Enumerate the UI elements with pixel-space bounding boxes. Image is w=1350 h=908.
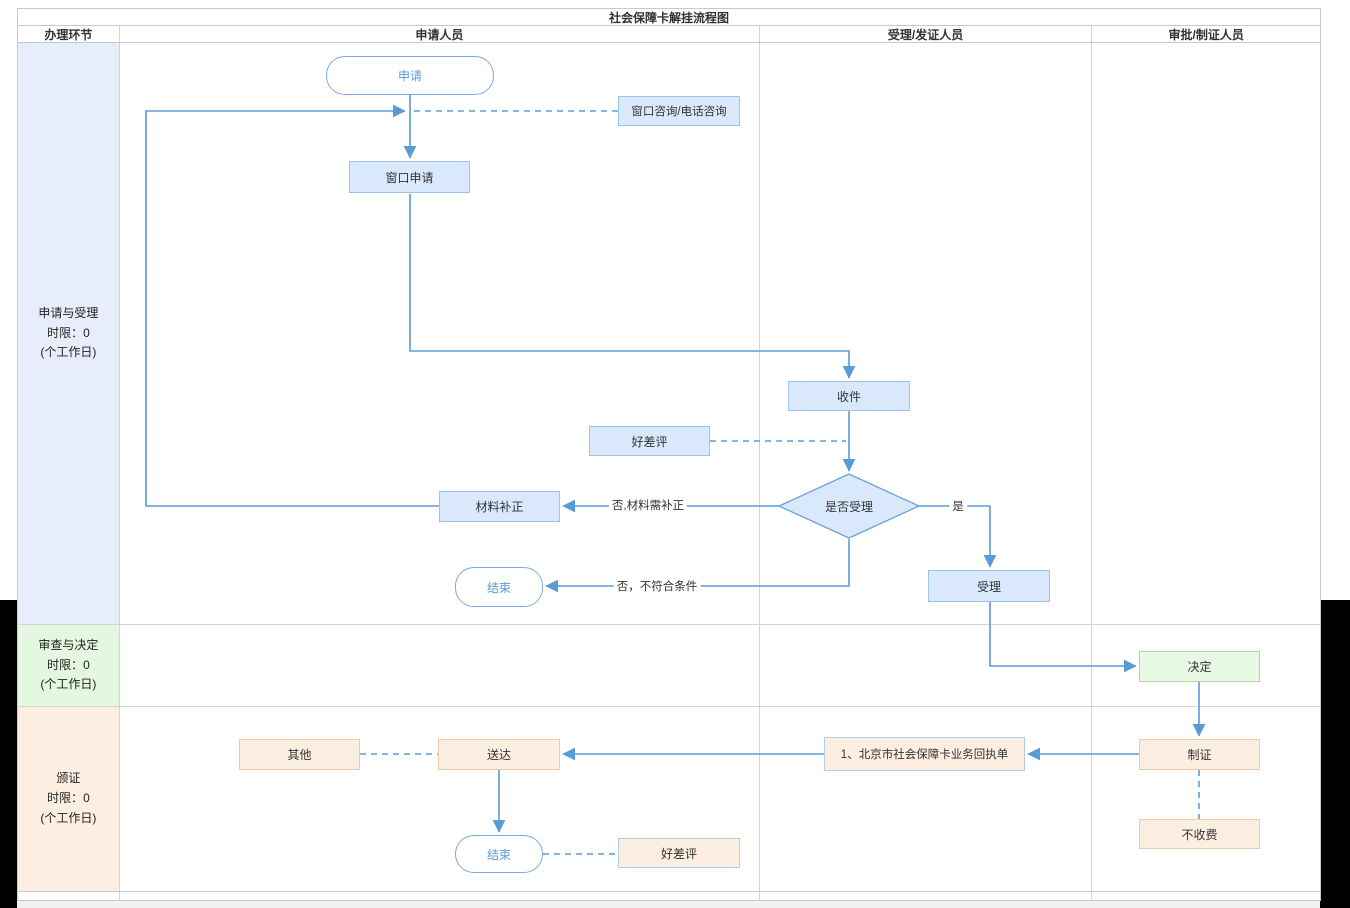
row-review-decide: 审查与决定 时限：0 (个工作日) [18,625,1320,707]
node-receipt: 1、北京市社会保障卡业务回执单 [824,737,1025,771]
row-issue-cert: 颁证 时限：0 (个工作日) [18,707,1320,892]
stage-label-review-decide: 审查与决定 时限：0 (个工作日) [18,625,120,706]
left-black-bar [0,600,17,908]
diagram-title: 社会保障卡解挂流程图 [18,9,1320,26]
right-black-bar [1320,600,1350,908]
node-window-phone-consult: 窗口咨询/电话咨询 [618,96,740,126]
row-apply-accept: 申请与受理 时限：0 (个工作日) [18,43,1320,625]
node-window-apply: 窗口申请 [349,161,470,193]
edge-label-yes: 是 [949,498,967,514]
node-make-cert: 制证 [1139,739,1260,770]
node-rating-bottom: 好差评 [618,838,740,868]
node-accept-decision-diamond: 是否受理 [778,473,920,539]
node-end-middle: 结束 [455,567,543,607]
node-end-bottom: 结束 [455,835,543,873]
node-accept: 受理 [928,570,1050,602]
lane-cell [120,43,760,624]
node-decide: 决定 [1139,651,1260,682]
lane-cell [120,707,760,891]
header-acceptor: 受理/发证人员 [760,26,1093,42]
column-header-row: 办理环节 申请人员 受理/发证人员 审批/制证人员 [18,26,1320,43]
stage-label-issue-cert: 颁证 时限：0 (个工作日) [18,707,120,891]
node-material-fix: 材料补正 [439,491,560,522]
lane-cell [120,625,760,706]
lane-cell [1092,707,1320,891]
node-rating-top: 好差评 [589,426,710,456]
header-approver: 审批/制证人员 [1168,27,1244,42]
lane-cell [1092,43,1320,624]
node-other: 其他 [239,739,360,770]
node-receive-documents: 收件 [788,381,910,411]
edge-label-no-material-fix: 否,材料需补正 [608,497,688,513]
diamond-shape-icon [778,473,920,539]
node-no-fee: 不收费 [1139,819,1260,849]
bottom-margin-strip [17,901,1320,908]
lane-cell [760,707,1093,891]
stage-label-apply-accept: 申请与受理 时限：0 (个工作日) [18,43,120,624]
header-stage: 办理环节 [18,26,120,42]
row-empty-footer [18,892,1320,901]
lane-cell [760,625,1093,706]
edge-label-no-reject: 否，不符合条件 [613,578,701,594]
header-applicant: 申请人员 [120,26,760,42]
node-apply: 申请 [326,56,494,95]
lane-cell [760,43,1093,624]
node-deliver: 送达 [438,739,560,770]
